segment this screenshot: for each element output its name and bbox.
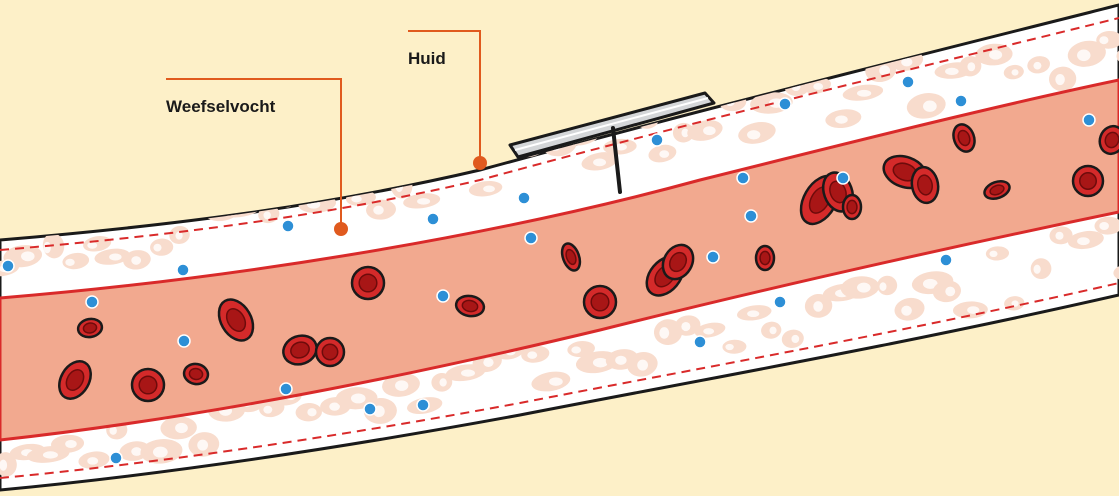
- glucose-molecule-icon: [2, 260, 14, 272]
- red-blood-cell-icon: [756, 246, 774, 270]
- red-blood-cell-icon: [132, 369, 164, 401]
- glucose-molecule-icon: [745, 210, 757, 222]
- glucose-molecule-icon: [282, 220, 294, 232]
- glucose-molecule-icon: [178, 335, 190, 347]
- red-blood-cell-icon: [352, 267, 384, 299]
- glucose-molecule-icon: [417, 399, 429, 411]
- glucose-molecule-icon: [525, 232, 537, 244]
- red-blood-cell-icon: [1073, 166, 1103, 196]
- glucose-molecule-icon: [902, 76, 914, 88]
- glucose-molecule-icon: [940, 254, 952, 266]
- glucose-molecule-icon: [437, 290, 449, 302]
- huid-label: Huid: [408, 49, 446, 69]
- red-blood-cell-icon: [316, 338, 344, 366]
- glucose-molecule-icon: [427, 213, 439, 225]
- weefselvocht-pointer: [334, 222, 348, 236]
- glucose-molecule-icon: [651, 134, 663, 146]
- glucose-molecule-icon: [364, 403, 376, 415]
- weefselvocht-label: Weefselvocht: [166, 97, 275, 117]
- huid-pointer: [473, 156, 487, 170]
- glucose-molecule-icon: [518, 192, 530, 204]
- red-blood-cell-icon: [843, 195, 861, 219]
- glucose-molecule-icon: [707, 251, 719, 263]
- tissue-cell: [424, 157, 457, 176]
- glucose-molecule-icon: [779, 98, 791, 110]
- glucose-molecule-icon: [737, 172, 749, 184]
- glucose-molecule-icon: [1083, 114, 1095, 126]
- glucose-molecule-icon: [837, 172, 849, 184]
- glucose-molecule-icon: [774, 296, 786, 308]
- glucose-molecule-icon: [86, 296, 98, 308]
- glucose-molecule-icon: [177, 264, 189, 276]
- glucose-molecule-icon: [694, 336, 706, 348]
- red-blood-cell-icon: [584, 286, 616, 318]
- glucose-molecule-icon: [955, 95, 967, 107]
- glucose-molecule-icon: [280, 383, 292, 395]
- glucose-molecule-icon: [110, 452, 122, 464]
